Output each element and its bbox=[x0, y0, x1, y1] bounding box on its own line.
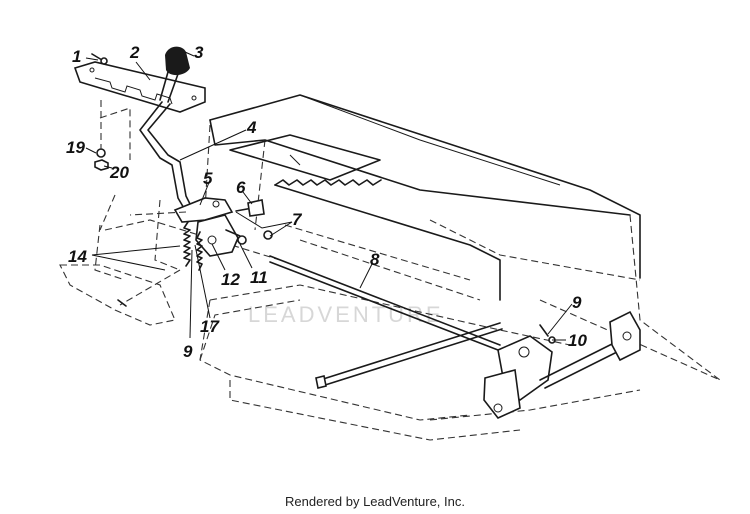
callout-4: 4 bbox=[246, 118, 257, 137]
frame-outline bbox=[59, 94, 721, 441]
callout-2: 2 bbox=[129, 43, 140, 62]
callout-14: 14 bbox=[68, 247, 87, 266]
shift-knob bbox=[159, 46, 190, 103]
callout-11: 11 bbox=[250, 268, 268, 287]
callout-12: 12 bbox=[221, 270, 240, 289]
control-rod bbox=[269, 255, 503, 389]
springs bbox=[117, 221, 203, 307]
leader-lines bbox=[85, 51, 573, 341]
right-bracket bbox=[483, 310, 641, 419]
watermark: LEADVENTURE bbox=[248, 302, 444, 327]
callout-labels: 1 2 3 4 5 6 7 8 9 9 10 11 12 14 17 19 20 bbox=[66, 43, 587, 361]
callout-1: 1 bbox=[72, 47, 81, 66]
callout-19: 19 bbox=[66, 138, 85, 157]
shift-lever bbox=[139, 101, 193, 211]
footer-credit: Rendered by LeadVenture, Inc. bbox=[285, 494, 465, 509]
callout-17: 17 bbox=[200, 317, 220, 336]
pivot-bracket bbox=[129, 197, 273, 257]
callout-7: 7 bbox=[292, 210, 303, 229]
screw bbox=[91, 53, 108, 65]
callout-5: 5 bbox=[203, 169, 213, 188]
callout-9-right: 9 bbox=[572, 293, 582, 312]
callout-20: 20 bbox=[109, 163, 129, 182]
callout-6: 6 bbox=[236, 178, 246, 197]
callout-9-left: 9 bbox=[183, 342, 193, 361]
callout-10: 10 bbox=[568, 331, 587, 350]
washer-nut bbox=[94, 100, 109, 171]
callout-3: 3 bbox=[194, 43, 204, 62]
callout-8: 8 bbox=[370, 250, 380, 269]
